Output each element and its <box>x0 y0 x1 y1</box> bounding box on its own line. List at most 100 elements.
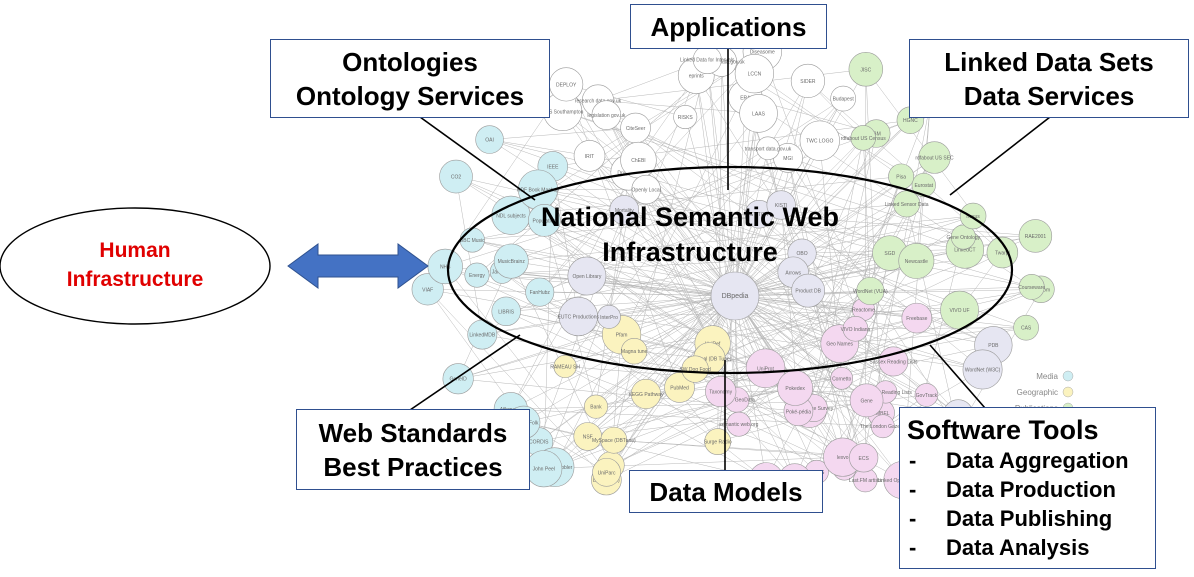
cloud-link <box>734 113 759 297</box>
cloud-node-label: HGNC <box>903 118 918 124</box>
cloud-link <box>809 137 864 411</box>
cloud-node-label: Linked Data for Intervals <box>680 58 735 64</box>
ontologies-label-line2: Ontology Services <box>295 81 525 111</box>
cloud-node-circle <box>573 140 606 172</box>
cloud-node-circle <box>439 159 473 194</box>
cloud-node-label: BBC Music <box>460 238 485 244</box>
cloud-node-circle <box>914 383 939 407</box>
cloud-link <box>597 100 736 297</box>
cloud-link <box>863 309 959 415</box>
cloud-link <box>717 295 736 442</box>
cloud-node-label: LAAS <box>752 111 765 117</box>
cloud-node-circle <box>739 94 778 133</box>
cloud-link <box>586 275 983 370</box>
cloud-node: John Peel <box>525 450 563 488</box>
cloud-link <box>511 215 974 262</box>
cloud-node-label: Energy <box>469 273 485 279</box>
cloud-node: NSF <box>573 422 603 451</box>
cloud-node-circle <box>870 414 895 439</box>
cloud-link <box>695 75 736 297</box>
cloud-node-label: Twarpl <box>995 251 1010 257</box>
cloud-node: Freebase <box>901 302 933 334</box>
cloud-node-label: statistics data.gov.uk <box>699 59 746 65</box>
cloud-node-label: SIDER <box>800 79 816 85</box>
cloud-link <box>564 366 767 481</box>
cloud-node-circle <box>620 337 648 365</box>
cloud-node: Pokedex <box>777 370 814 406</box>
cloud-node-label: rdfabout US Census <box>841 136 887 142</box>
cloud-link <box>734 203 907 297</box>
cloud-node-label: Pfam <box>616 333 628 339</box>
cloud-link <box>807 133 877 291</box>
cloud-node-label: rdfabout US SEC <box>915 156 954 162</box>
cloud-node-label: Diseasome <box>750 49 775 55</box>
cloud-node-label: InterPro <box>600 315 618 321</box>
cloud-node-label: MySpace (DBTune) <box>592 438 636 444</box>
cloud-node-label: Pokedex <box>785 386 805 392</box>
cloud-node: Energy <box>464 262 490 288</box>
cloud-node-label: SGD <box>884 251 895 257</box>
human-infrastructure-label: Human Infrastructure <box>30 236 240 294</box>
cloud-node-circle <box>600 426 628 454</box>
cloud-node-label: CO2 <box>451 175 462 181</box>
cloud-node: transport data.gov.uk <box>745 136 792 161</box>
infrastructure-title: National Semantic Web Infrastructure <box>520 200 860 270</box>
cloud-link <box>734 80 809 297</box>
cloud-node-label: LinkedCT <box>954 247 975 253</box>
cloud-node: Eurostat <box>911 172 936 198</box>
cloud-node: semantic web.org <box>719 411 759 437</box>
cloud-node: InterPro <box>597 304 621 329</box>
software-tools-title: Software Tools <box>907 415 1099 445</box>
cloud-node-circle <box>630 378 662 410</box>
cloud-node-label: CAS <box>1021 326 1032 332</box>
cloud-node-label: PubMed <box>670 385 689 391</box>
cloud-node: NHS <box>427 248 463 285</box>
cloud-node-label: Budapest <box>833 97 855 103</box>
cloud-link <box>734 97 746 297</box>
cloud-node-circle <box>1018 219 1053 253</box>
cloud-node: Gene <box>849 383 884 418</box>
cloud-link <box>472 239 917 319</box>
cloud-node-label: RISKS <box>678 115 694 121</box>
cloud-node-label: Last.FM artists <box>849 478 882 484</box>
cloud-node-label: Product DB <box>795 289 821 295</box>
cloud-link <box>734 295 917 319</box>
web-standards-label-line1: Web Standards <box>318 418 508 448</box>
cloud-node-label: John Peel <box>533 467 555 473</box>
cloud-node-label: KEGG Pathway <box>628 392 664 398</box>
cloud-node-label: Linked GeoData <box>719 398 755 404</box>
cloud-link <box>780 80 809 206</box>
linked-data-connector <box>949 116 1051 196</box>
cloud-node: Magna tune <box>620 337 648 365</box>
human-infrastructure-line2: Infrastructure <box>66 268 204 291</box>
cloud-node: FanHubz <box>525 277 555 307</box>
cloud-node-label: Eurostat <box>914 183 933 189</box>
cloud-node-label: WordNet (VUA) <box>853 289 888 295</box>
cloud-link <box>734 295 767 481</box>
software-tool-label: Data Production <box>946 477 1116 502</box>
cloud-node: MusicBrainz <box>493 243 529 279</box>
cloud-link <box>734 176 902 297</box>
cloud-node-label: Gene <box>860 398 872 404</box>
cloud-node-circle <box>745 348 786 389</box>
cloud-link <box>506 215 974 312</box>
cloud-link <box>734 133 877 297</box>
cloud-node-circle <box>734 54 774 94</box>
cloud-link <box>565 84 680 388</box>
cloud-node-circle <box>799 120 840 161</box>
cloud-node-label: ECS Southampton <box>542 109 584 115</box>
cloud-node: KEGG Pathway <box>628 378 664 410</box>
cloud-node-circle <box>766 190 796 220</box>
infrastructure-title-line2: Infrastructure <box>602 237 778 267</box>
cloud-link <box>511 260 736 297</box>
cloud-link <box>734 101 931 297</box>
cloud-node-label: Mortality <box>615 208 634 214</box>
cloud-node-circle <box>911 172 936 198</box>
cloud-node-label: Newcastle <box>905 259 928 265</box>
cloud-node: Product DB <box>791 273 826 308</box>
applications-label: Applications <box>650 12 807 42</box>
cloud-link <box>759 213 1036 237</box>
ontologies-box: Ontologies Ontology Services <box>270 39 550 118</box>
cloud-node-circle <box>848 52 884 87</box>
